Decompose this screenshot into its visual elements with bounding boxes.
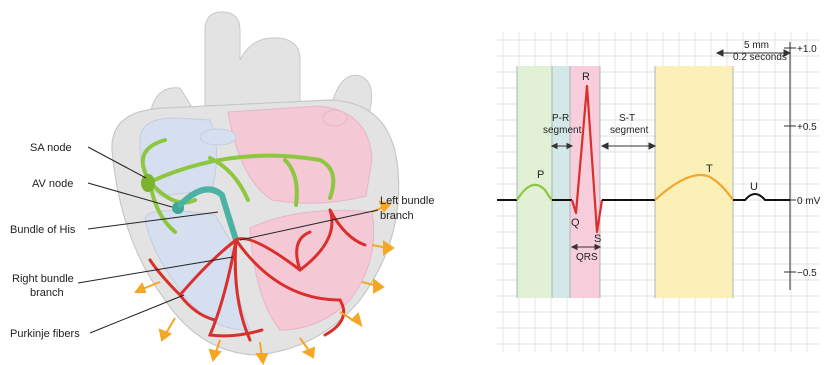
wave-label-p: P — [537, 169, 544, 181]
p-wave-band — [517, 66, 552, 298]
pr-label-1: P-R — [552, 113, 569, 124]
label-right-bundle-2: branch — [30, 287, 64, 299]
vessel-opening — [200, 129, 236, 145]
wave-label-s: S — [594, 233, 601, 245]
label-purkinje: Purkinje fibers — [10, 328, 80, 340]
ecg-panel: +1.0 +0.5 0 mV −0.5 5 mm 0.2 seconds — [497, 32, 821, 352]
heart-illustration — [78, 12, 399, 363]
st-label-2: segment — [610, 125, 649, 136]
vessel-opening — [323, 110, 347, 126]
wave-label-r: R — [582, 71, 590, 83]
wave-label-q: Q — [571, 217, 580, 229]
wave-label-u: U — [750, 181, 758, 193]
label-bundle-of-his: Bundle of His — [10, 224, 76, 236]
axis-tick-zero: 0 mV — [797, 196, 821, 207]
pr-label-2: segment — [543, 125, 582, 136]
scale-seconds: 0.2 seconds — [733, 52, 787, 63]
u-wave-trace — [733, 194, 790, 200]
t-wave-band — [655, 66, 733, 298]
label-right-bundle-1: Right bundle — [12, 273, 74, 285]
st-label-1: S-T — [619, 113, 635, 124]
pr-segment-band — [552, 66, 570, 298]
scale-mm: 5 mm — [744, 40, 769, 51]
qrs-label: QRS — [576, 252, 598, 263]
axis-tick-plus-0-5: +0.5 — [797, 122, 817, 133]
label-left-bundle-1: Left bundle — [380, 195, 434, 207]
label-left-bundle-2: branch — [380, 210, 414, 222]
left-ventricle — [250, 210, 374, 330]
wave-label-t: T — [706, 163, 713, 175]
axis-tick-plus-1: +1.0 — [797, 44, 817, 55]
label-sa-node: SA node — [30, 142, 72, 154]
label-av-node: AV node — [32, 178, 73, 190]
axis-tick-minus-0-5: −0.5 — [797, 268, 817, 279]
